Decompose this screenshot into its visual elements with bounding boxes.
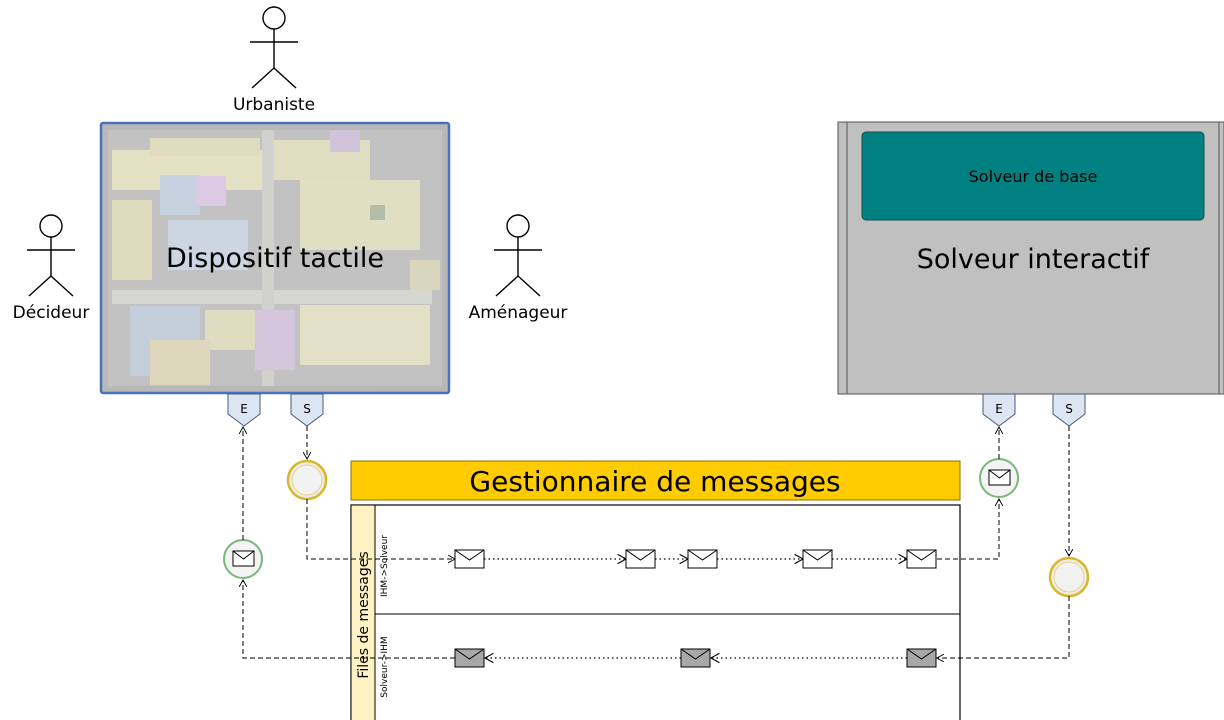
solveur-title: Solveur interactif <box>917 244 1151 275</box>
envelope-icon <box>232 550 255 567</box>
gestionnaire-header <box>350 460 961 501</box>
lane-label-solveur-ihm: Solveur->IHM <box>380 636 390 697</box>
port-solveur-entry: E <box>982 393 1016 427</box>
actor-label-amenageur: Aménageur <box>469 303 568 323</box>
port-label: E <box>240 402 248 416</box>
pool-label: Files de messages <box>356 551 372 678</box>
port-label: S <box>1065 402 1073 416</box>
solveur-interactif: Solveur de base Solveur interactif <box>837 121 1224 395</box>
message-envelope-filled-icon <box>454 648 485 668</box>
map-image <box>108 130 442 386</box>
port-tactile-exit: S <box>290 393 324 427</box>
stick-figure-icon <box>494 214 542 297</box>
port-label: E <box>995 402 1003 416</box>
port-label: S <box>303 402 311 416</box>
port-tactile-entry: E <box>227 393 261 427</box>
dispositif-tactile: Dispositif tactile <box>99 121 451 395</box>
actor-label-urbaniste: Urbaniste <box>233 95 315 115</box>
actor-amenageur: Aménageur <box>469 214 568 323</box>
message-envelope-icon <box>454 549 485 569</box>
dotted-flows <box>484 559 907 658</box>
lane-label-ihm-solveur: IHM->Solveur <box>380 535 390 597</box>
actor-decideur: Décideur <box>13 214 90 323</box>
stick-figure-icon <box>27 214 75 297</box>
actor-urbaniste: Urbaniste <box>233 6 315 115</box>
message-event-tactile <box>223 539 263 579</box>
envelope-icon <box>988 469 1011 486</box>
message-envelope-filled-icon <box>906 648 937 668</box>
actor-label-decideur: Décideur <box>13 303 90 323</box>
pool-label-band <box>350 504 376 720</box>
message-envelope-filled-icon <box>680 648 711 668</box>
start-event-tactile <box>286 459 328 501</box>
start-event-solveur <box>1048 556 1090 598</box>
stick-figure-icon <box>250 6 298 89</box>
port-solveur-exit: S <box>1052 393 1086 427</box>
solveur-de-base-box <box>861 131 1205 221</box>
message-pool <box>350 504 961 720</box>
dashed-connectors <box>243 426 1069 658</box>
message-envelope-icon <box>687 549 718 569</box>
solveur-de-base-label: Solveur de base <box>969 167 1098 186</box>
gestionnaire-title: Gestionnaire de messages <box>469 465 840 498</box>
gestionnaire-de-messages: Gestionnaire de messages Files de messag… <box>350 460 961 720</box>
tactile-title: Dispositif tactile <box>166 243 384 274</box>
message-envelope-icon <box>625 549 656 569</box>
message-envelope-icon <box>906 549 937 569</box>
message-envelope-icon <box>802 549 833 569</box>
message-event-solveur <box>979 458 1019 498</box>
